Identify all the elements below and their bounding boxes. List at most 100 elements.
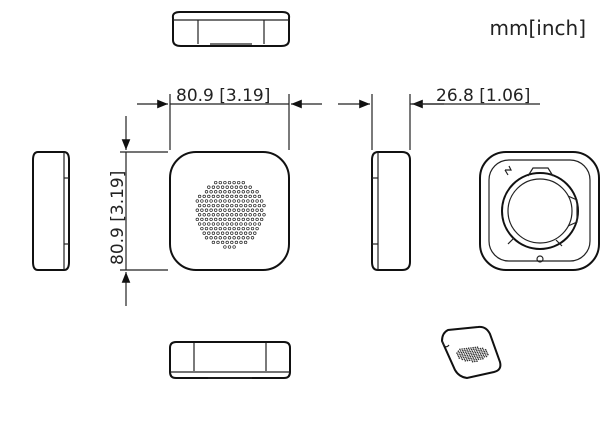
iso-grille-hole — [472, 357, 475, 359]
grille-hole — [253, 203, 257, 208]
iso-grille-hole — [474, 360, 476, 363]
iso-grille-hole — [465, 352, 468, 355]
grille-hole — [207, 185, 211, 189]
iso-grille-hole — [471, 350, 474, 353]
iso-grille-hole — [472, 346, 474, 349]
grille-hole — [237, 208, 241, 212]
grille-hole — [246, 217, 250, 222]
grille-hole — [248, 231, 252, 235]
grille-hole — [243, 240, 248, 245]
iso-grille-hole — [464, 360, 467, 362]
iso-grille-hole — [484, 354, 487, 356]
iso-grille-hole — [470, 352, 472, 355]
iso-grille-hole — [481, 351, 483, 353]
grille-hole — [241, 226, 245, 231]
grille-hole — [234, 213, 239, 217]
iso-grille-hole — [482, 357, 484, 360]
grille-hole — [225, 213, 229, 217]
iso-grille-hole — [462, 355, 464, 357]
grille-hole — [241, 190, 245, 194]
iso-grille-hole — [465, 347, 468, 350]
grille-hole — [234, 222, 239, 226]
grille-hole — [216, 185, 220, 189]
iso-grille-hole — [471, 359, 473, 361]
grille-hole — [230, 194, 234, 199]
grille-hole — [211, 185, 216, 189]
grille-hole — [211, 203, 216, 208]
grille-hole — [246, 208, 250, 212]
iso-grille-hole — [482, 352, 484, 355]
iso-grille-hole — [463, 353, 466, 355]
grille-hole — [248, 203, 252, 208]
grille-hole — [253, 231, 257, 235]
iso-grille-hole — [470, 348, 473, 351]
width-dimension: 80.9 [3.19] — [137, 86, 322, 150]
grille-hole — [237, 217, 241, 222]
iso-grille-hole — [466, 359, 469, 362]
iso-grille-hole — [479, 353, 482, 355]
iso-grille-hole — [475, 358, 478, 361]
grille-hole — [230, 203, 234, 208]
iso-grille-hole — [459, 350, 462, 352]
iso-grille-hole — [476, 351, 479, 354]
grille-hole — [243, 213, 248, 217]
grille-hole — [223, 208, 227, 212]
grille-hole — [223, 190, 227, 194]
iso-grille-hole — [487, 353, 489, 356]
grille-hole — [241, 180, 245, 185]
iso-grille-hole — [476, 360, 478, 363]
grille-hole — [262, 213, 266, 217]
iso-grille-hole — [482, 349, 485, 351]
grille-hole — [230, 231, 234, 235]
grille-hole — [197, 222, 202, 226]
grille-hole — [218, 217, 222, 222]
grille-hole — [220, 240, 225, 245]
iso-grille-hole — [473, 359, 475, 361]
iso-grille-hole — [468, 359, 471, 362]
grille-hole — [209, 226, 213, 231]
grille-hole — [237, 226, 241, 231]
left-side-view — [32, 151, 70, 271]
iso-grille-hole — [475, 348, 477, 350]
iso-grille-hole — [473, 348, 475, 351]
grille-hole — [232, 217, 236, 222]
grille-hole — [207, 194, 211, 199]
grille-hole — [225, 194, 229, 199]
speaker-grille — [195, 180, 266, 249]
grille-hole — [202, 231, 206, 235]
grille-hole — [255, 190, 259, 194]
grille-hole — [243, 203, 248, 208]
iso-grille-hole — [474, 351, 477, 354]
grille-hole — [243, 222, 248, 226]
iso-grille-hole — [476, 356, 479, 359]
grille-hole — [216, 194, 220, 199]
top-view — [171, 11, 291, 47]
grille-hole — [257, 222, 262, 226]
iso-grille-hole — [485, 355, 488, 358]
iso-grille-hole — [476, 355, 478, 357]
grille-hole — [200, 208, 204, 212]
iso-grille-hole — [456, 352, 458, 354]
grille-hole — [202, 203, 206, 208]
iso-grille-hole — [462, 349, 464, 352]
grille-hole — [255, 226, 259, 231]
grille-hole — [241, 236, 245, 240]
iso-grille-hole — [470, 347, 472, 349]
iso-grille-hole — [469, 350, 472, 353]
arrow-mark-icon — [504, 165, 512, 176]
grille-hole — [211, 231, 216, 235]
grille-hole — [200, 226, 204, 231]
grille-hole — [250, 217, 255, 222]
grille-hole — [195, 199, 199, 203]
grille-hole — [237, 236, 241, 240]
iso-grille-hole — [470, 357, 472, 360]
grille-hole — [239, 203, 243, 208]
iso-grille-hole — [459, 348, 461, 351]
iso-grille-hole — [484, 352, 486, 355]
iso-grille-hole — [458, 357, 461, 359]
grille-hole — [197, 213, 202, 217]
iso-grille-hole — [468, 352, 470, 355]
iso-grille-hole — [483, 356, 486, 358]
grille-hole — [239, 222, 243, 226]
